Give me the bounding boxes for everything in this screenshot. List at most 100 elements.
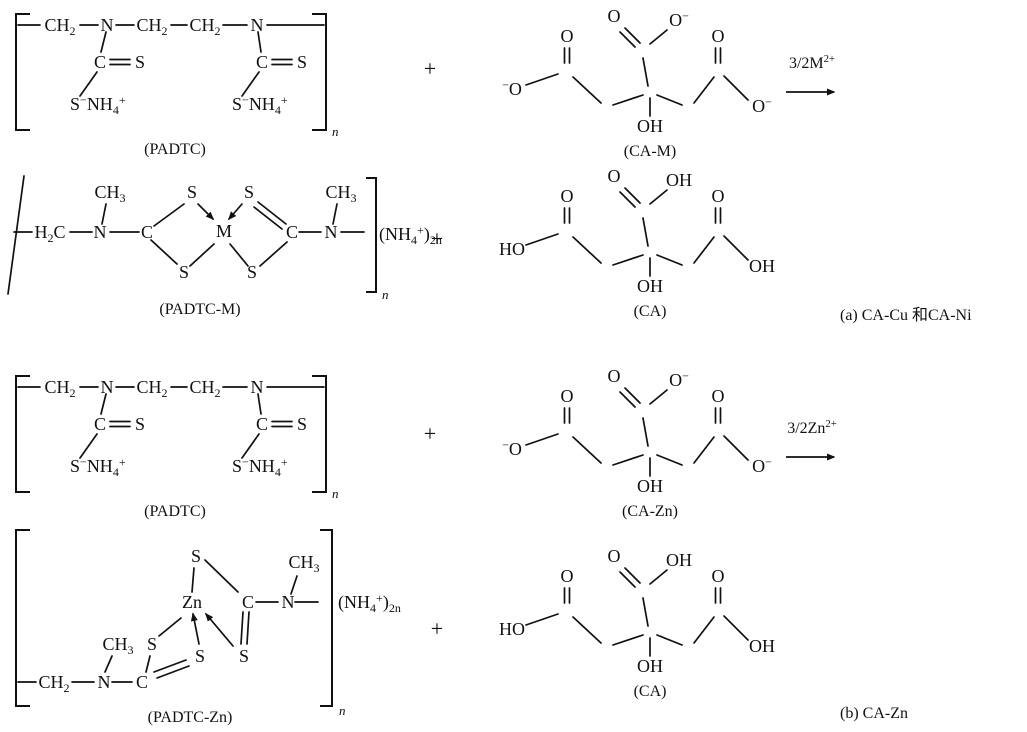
counterion-nh4: (NH4+)2n [338, 591, 401, 615]
atom-o: O [561, 26, 574, 46]
atom-h2c: H2C [34, 222, 65, 245]
bracket [15, 375, 327, 493]
molecule-label-ca-zn: (CA-Zn) [622, 503, 678, 520]
atom-ho: HO [499, 239, 525, 259]
atom-c: C [94, 52, 106, 72]
atom-zn: Zn [182, 592, 202, 612]
bonds [7, 175, 365, 295]
atom-c: C [136, 672, 148, 692]
atom-o: O [712, 386, 725, 406]
bracket [15, 529, 333, 707]
atom-oh: OH [666, 170, 692, 190]
atom-oh: OH [637, 276, 663, 296]
reagent-label-a: 3/2M2+ [789, 53, 835, 72]
atom-oh: OH [749, 636, 775, 656]
bonds [17, 24, 325, 97]
atom-s: S [187, 182, 197, 202]
atom-c: C [94, 414, 106, 434]
molecule-padtc-2: CH2 N CH2 CH2 N C S C S S−NH4+ S−NH4+ n … [15, 375, 339, 520]
atom-oh: OH [637, 476, 663, 496]
atom-ho: HO [499, 619, 525, 639]
atom-s: S [297, 52, 307, 72]
atom-s-nh4: S−NH4+ [232, 455, 288, 479]
atom-ch2: CH2 [38, 672, 69, 695]
atom-s: S [179, 262, 189, 282]
atom-o: O [608, 366, 621, 386]
atom-n: N [325, 222, 338, 242]
atom-o: O [561, 186, 574, 206]
bonds [17, 386, 325, 459]
molecule-padtc-zn: CH2 N C CH3 S S Zn S C S N CH3 (NH4+)2n … [15, 529, 401, 726]
bracket [366, 177, 377, 293]
atom-s: S [191, 546, 201, 566]
atom-ch2: CH2 [44, 377, 75, 400]
atom-oh: OH [749, 256, 775, 276]
molecule-label-padtc-zn: (PADTC-Zn) [148, 709, 233, 726]
molecule-ca-row4: O OH O HO O OH OH (CA) [499, 546, 775, 700]
molecule-ca-m: O O− O −O O O− OH (CA-M) [502, 6, 772, 160]
atom-o-minus: O− [669, 9, 689, 30]
bonds [525, 187, 749, 277]
atom-o-minus: O− [752, 455, 772, 476]
atom-s: S [135, 414, 145, 434]
polymer-subscript-n: n [339, 703, 346, 718]
atom-s-nh4: S−NH4+ [70, 93, 126, 117]
atom-ch3: CH3 [94, 182, 125, 205]
atom-n: N [101, 15, 114, 35]
atom-o: O [712, 26, 725, 46]
molecule-label-padtc-m: (PADTC-M) [159, 301, 240, 318]
caption-a: (a) CA-Cu 和CA-Ni [840, 306, 972, 324]
atom-o: O [712, 566, 725, 586]
polymer-subscript-n: n [382, 287, 389, 302]
molecule-ca-zn: O O− O −O O O− OH (CA-Zn) [502, 366, 772, 520]
atom-ch2: CH2 [189, 377, 220, 400]
atom-s: S [195, 646, 205, 666]
molecule-label-ca: (CA) [634, 683, 667, 700]
atom-oh: OH [637, 656, 663, 676]
atom-c: C [256, 414, 268, 434]
atom-ch2: CH2 [136, 15, 167, 38]
atom-o: O [608, 166, 621, 186]
plus-operator: + [431, 226, 443, 251]
molecule-label-padtc: (PADTC) [144, 503, 206, 520]
atom-ch2: CH2 [44, 15, 75, 38]
atom-oh: OH [637, 116, 663, 136]
atom-o-minus: O− [669, 369, 689, 390]
atom-ch3: CH3 [102, 634, 133, 657]
atom-o: O [561, 386, 574, 406]
atom-s: S [247, 262, 257, 282]
molecule-label-padtc: (PADTC) [144, 141, 206, 158]
atom-o: O [608, 546, 621, 566]
polymer-subscript-n: n [332, 124, 339, 139]
bonds [17, 559, 319, 683]
atom-s: S [147, 634, 157, 654]
molecule-label-ca-m: (CA-M) [624, 143, 676, 160]
bonds [525, 567, 749, 657]
plus-operator: + [424, 56, 436, 81]
atom-n: N [94, 222, 107, 242]
plus-operator: + [431, 616, 443, 641]
dative-bond-arrow [228, 203, 243, 221]
atom-c: C [286, 222, 298, 242]
atom-s: S [239, 646, 249, 666]
atom-o: O [561, 566, 574, 586]
reagent-label-b: 3/2Zn2+ [787, 418, 837, 437]
atom-o-minus: O− [752, 95, 772, 116]
caption-b: (b) CA-Zn [840, 705, 908, 722]
atom-ch3: CH3 [325, 182, 356, 205]
atom-n: N [251, 377, 264, 397]
polymer-subscript-n: n [332, 486, 339, 501]
molecule-padtc-m: H2C N CH3 C S S M S S C N CH3 (NH4+)2n n… [7, 175, 442, 318]
atom-ch3: CH3 [288, 552, 319, 575]
atom-s-nh4: S−NH4+ [70, 455, 126, 479]
counterion-nh4: (NH4+)2n [379, 223, 442, 247]
atom-m: M [216, 221, 232, 241]
molecule-label-ca: (CA) [634, 303, 667, 320]
molecule-padtc-1: CH2 N CH2 CH2 N C S C S S−NH4+ S−NH4+ n … [15, 13, 339, 158]
atom-s-nh4: S−NH4+ [232, 93, 288, 117]
atom-n: N [251, 15, 264, 35]
plus-operator: + [424, 421, 436, 446]
atom-n: N [101, 377, 114, 397]
